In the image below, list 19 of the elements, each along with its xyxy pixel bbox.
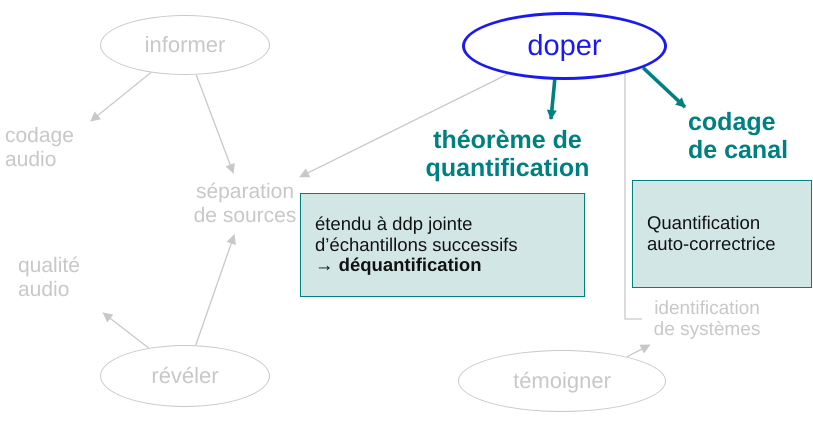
arrow [546,80,557,120]
note-box [300,193,585,297]
arrow [102,312,150,348]
ellipse-node [462,12,667,80]
note-text: Quantification auto-correctrice [647,213,777,255]
note-text: étendu à ddp jointe d’échantillons successifs → déquantification [315,214,519,276]
arrow [90,72,152,122]
arrow [642,66,686,108]
ellipse-node [100,15,270,75]
note-box [632,180,812,288]
arrow [299,74,508,178]
node-label: doper [527,30,602,62]
arrow [626,344,651,358]
ellipse-node [458,350,666,412]
arrow [195,234,236,346]
node-label: codage de canal [688,108,790,164]
ellipse-node [100,345,270,407]
arrow [196,74,235,174]
node-label: théorème de quantification [424,126,590,182]
